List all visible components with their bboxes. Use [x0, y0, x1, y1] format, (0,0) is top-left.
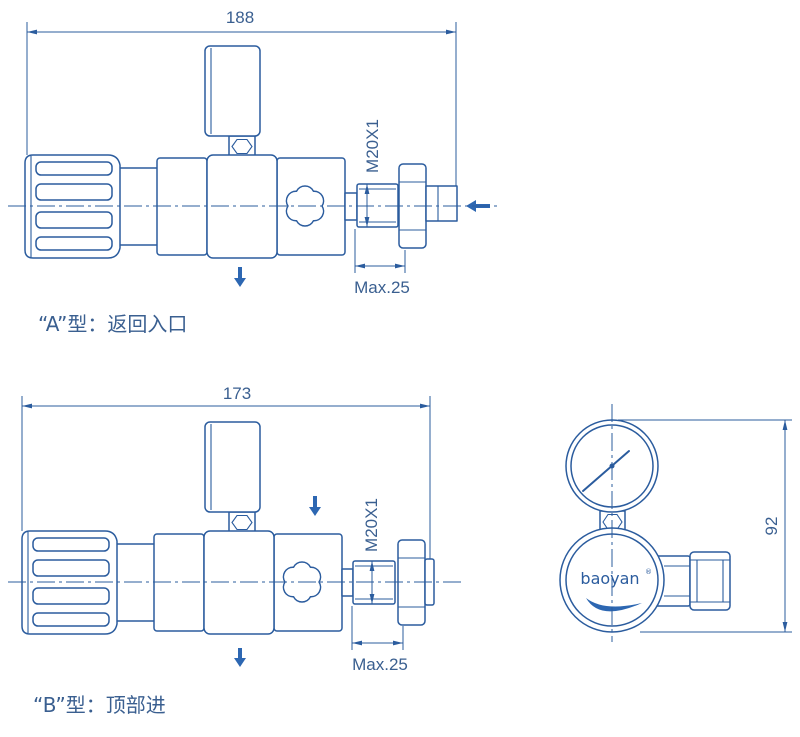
type-b-adjust-knob — [21, 530, 155, 635]
type-b-outlet-arrow-icon — [234, 648, 246, 667]
front-view: 92 baoyan ® — [559, 404, 792, 642]
type-b-gauge — [204, 421, 261, 534]
type-a-side-view: 188 — [8, 8, 500, 336]
type-b-length-label: 173 — [223, 384, 251, 403]
type-b-body — [153, 530, 343, 635]
type-b-gauge-stem-hex — [231, 514, 253, 531]
type-a-inlet-fitting: M20X1 — [344, 119, 458, 249]
type-b-knob-slot — [32, 587, 110, 605]
type-b-max-label: Max.25 — [352, 655, 408, 674]
front-gauge-needle — [582, 450, 630, 492]
type-a-length-label: 188 — [226, 8, 254, 27]
type-b-knob-slot — [32, 612, 110, 627]
type-a-inlet-tube — [425, 185, 458, 222]
type-a-thread-label: M20X1 — [363, 119, 382, 173]
type-a-gauge-stem-hex — [231, 138, 253, 155]
type-b-side-view: 173 M20X — [8, 384, 462, 717]
type-b-outlet-fitting: M20X1 — [341, 498, 435, 626]
type-b-top-inlet-arrow-icon — [309, 496, 321, 516]
type-a-knob-slot — [35, 161, 113, 176]
type-a-gauge-body — [204, 45, 261, 137]
type-b-thread-label: M20X1 — [362, 498, 381, 552]
front-fitting-nut — [689, 551, 731, 611]
type-a-outlet-arrow-icon — [234, 267, 246, 287]
type-a-gauge — [204, 45, 261, 158]
type-a-knob-slot — [35, 183, 113, 201]
type-a-max-label: Max.25 — [354, 278, 410, 297]
type-b-knob-slot — [32, 559, 110, 577]
front-height-label: 92 — [762, 517, 781, 536]
type-b-caption: “B”型：顶部进 — [33, 693, 166, 717]
brand-swoosh-icon — [586, 598, 642, 612]
brand-logo-text: baoyan — [580, 569, 639, 588]
type-a-caption: “A”型：返回入口 — [38, 312, 187, 336]
front-outlet-fitting — [654, 551, 731, 611]
type-a-knob-slot — [35, 236, 113, 251]
type-b-gauge-body — [204, 421, 261, 513]
registered-mark: ® — [645, 568, 652, 576]
type-a-knob-slot — [35, 211, 113, 229]
type-b-knob-slot — [32, 537, 110, 552]
